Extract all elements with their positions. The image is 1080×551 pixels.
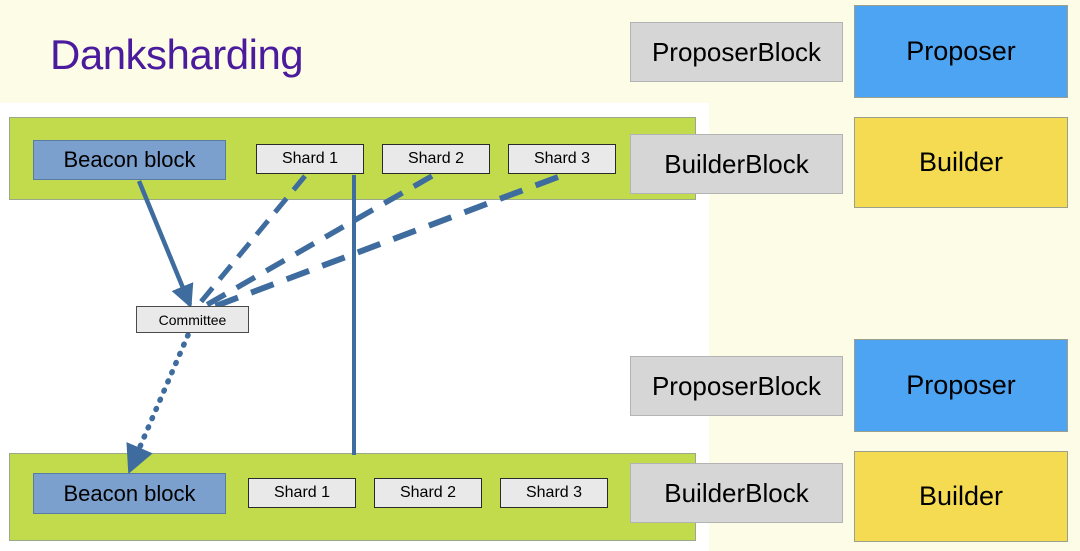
- proposer-block-label-2[interactable]: ProposerBlock: [630, 356, 843, 416]
- page-title: Danksharding: [50, 31, 304, 78]
- shard-box-bottom-3[interactable]: Shard 3: [500, 478, 608, 508]
- actor-builder-1[interactable]: Builder: [854, 117, 1068, 208]
- shard-box-bottom-2[interactable]: Shard 2: [374, 478, 482, 508]
- connector-committee-to-beacon: [126, 332, 191, 474]
- actor-proposer-1[interactable]: Proposer: [854, 5, 1068, 98]
- shard-box-bottom-1[interactable]: Shard 1: [248, 478, 356, 508]
- actor-builder-2[interactable]: Builder: [854, 451, 1068, 542]
- committee-box[interactable]: Committee: [136, 306, 249, 333]
- actor-proposer-2[interactable]: Proposer: [854, 339, 1068, 432]
- shard-box-top-1[interactable]: Shard 1: [256, 144, 364, 174]
- beacon-block-top[interactable]: Beacon block: [33, 140, 226, 180]
- proposer-block-label-1[interactable]: ProposerBlock: [630, 22, 843, 82]
- builder-block-label-1[interactable]: BuilderBlock: [630, 134, 843, 194]
- shard-box-top-2[interactable]: Shard 2: [382, 144, 490, 174]
- builder-block-label-2[interactable]: BuilderBlock: [630, 463, 843, 523]
- shard-box-top-3[interactable]: Shard 3: [508, 144, 616, 174]
- beacon-block-bottom[interactable]: Beacon block: [33, 473, 226, 514]
